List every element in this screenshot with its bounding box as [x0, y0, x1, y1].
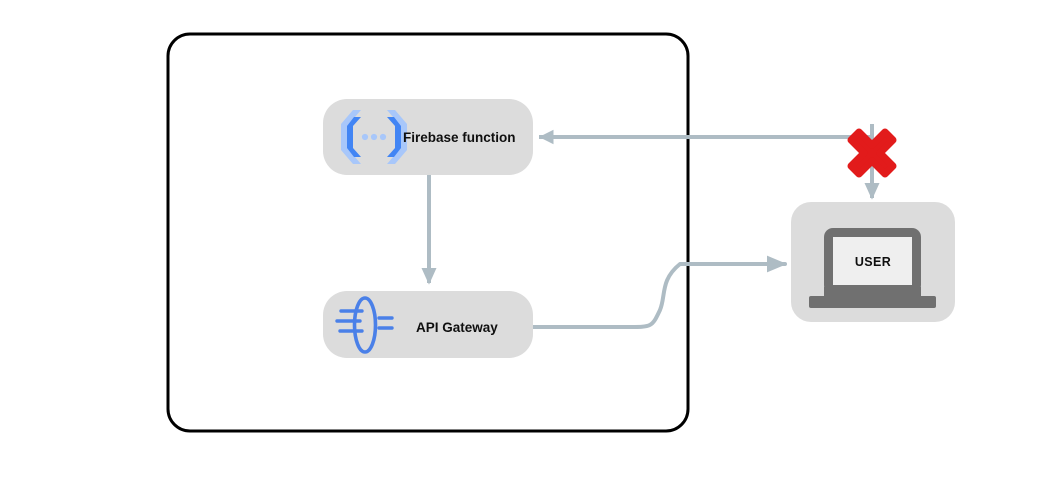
api-gateway-node-body[interactable]	[323, 291, 533, 358]
firebase-function-node-body[interactable]	[323, 99, 533, 175]
laptop-icon	[809, 228, 936, 308]
api-gateway-icon	[335, 296, 394, 354]
node-api-gateway[interactable]: API Gateway	[323, 291, 533, 358]
firebase-function-label: Firebase function	[403, 130, 516, 145]
node-user[interactable]: USER	[791, 202, 955, 322]
api-gateway-label: API Gateway	[416, 320, 498, 335]
node-firebase-function[interactable]: Firebase function	[323, 99, 533, 175]
error-cross-icon	[847, 128, 897, 178]
firebase-function-icon	[341, 110, 407, 164]
user-label: USER	[855, 255, 891, 269]
edge-api-gateway-to-user	[531, 255, 787, 329]
